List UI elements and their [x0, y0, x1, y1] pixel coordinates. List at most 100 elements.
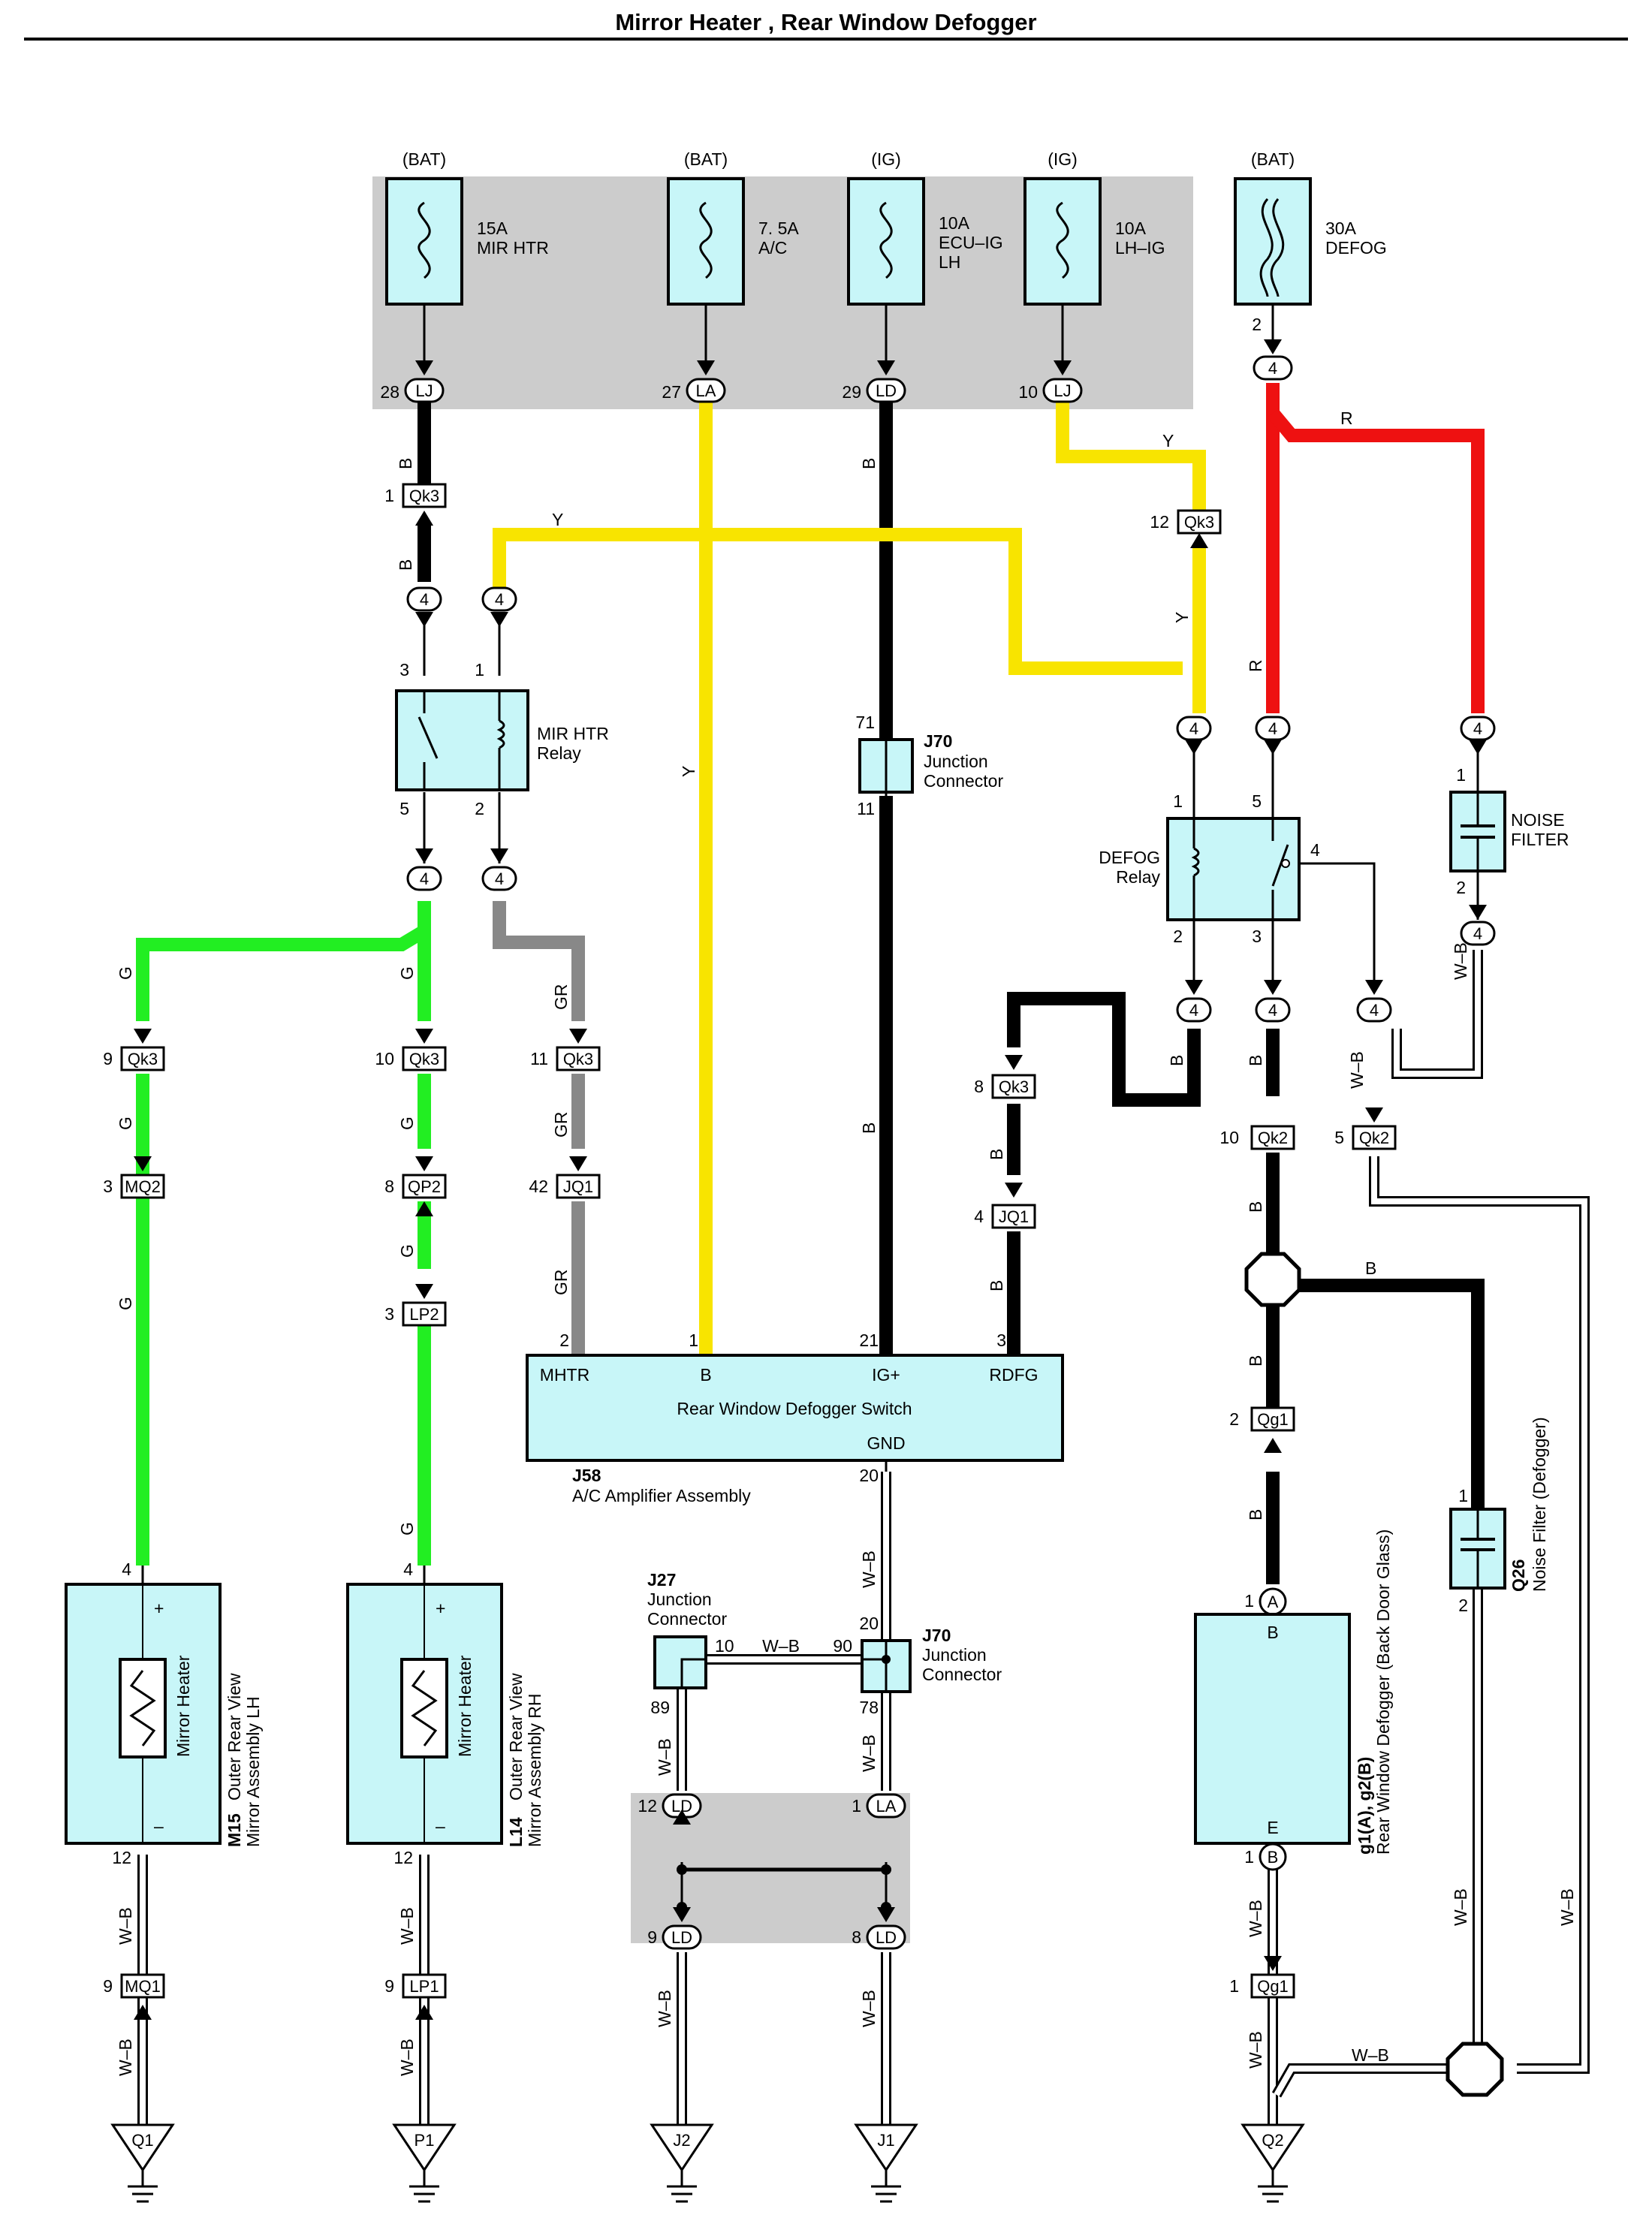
pin-number: 10 — [375, 1049, 394, 1068]
connector-label: Qk2 — [1258, 1129, 1288, 1147]
relay-body — [1166, 817, 1301, 921]
pin-number: 3 — [103, 1177, 113, 1196]
wire-gr-top — [493, 901, 585, 1021]
fuse-name-2: LH — [939, 252, 960, 272]
plus-terminal-icon: + — [154, 1599, 164, 1618]
fuse-rating: 10A — [939, 213, 970, 233]
pin-number: 8 — [974, 1077, 984, 1096]
relay-coil-icon — [496, 719, 505, 749]
pin-number: 1 — [1173, 791, 1183, 811]
wire-color-labels: B B Y Y B B Y Y R R G G G G G G G GR GR … — [116, 408, 1577, 2076]
arrow-up-icon — [415, 511, 433, 526]
connector-qg1-1 — [1250, 1973, 1295, 1999]
wire-color-label: Y — [1162, 431, 1174, 451]
pin-number: 9 — [647, 1927, 657, 1947]
wire-color-label: W–B — [1246, 1900, 1265, 1937]
defog-relay: 1 5 DEFOG Relay 4 2 3 — [1099, 791, 1320, 946]
pin-number: 1 — [1244, 1591, 1254, 1611]
mini-connector-label: 4 — [420, 869, 429, 888]
mini-connector-defog2: 4 — [1176, 997, 1212, 1023]
connector-label: Qk3 — [128, 1050, 158, 1068]
splice-octagon-upper — [1244, 1252, 1301, 1307]
arrow-up-icon — [1190, 533, 1208, 548]
fuse-rating: 7. 5A — [758, 218, 799, 238]
fuse-name: MIR HTR — [477, 238, 549, 258]
wire-r-noise-filter — [1268, 408, 1485, 713]
connector-qp2 — [402, 1174, 447, 1199]
mini-connector-label: 4 — [1473, 924, 1482, 943]
j70-lower-junction: 20 J70 Junction Connector 90 78 W–B — [762, 1614, 1002, 1717]
wire-color-label: G — [397, 966, 417, 980]
connector-label: A — [1268, 1593, 1279, 1611]
connector-label: Qg1 — [1257, 1977, 1289, 1996]
wire-color-label: Y — [552, 510, 563, 529]
mirror-id: L14 — [506, 1817, 526, 1847]
arrow-down-icon — [569, 1156, 587, 1171]
j27-junction: J27 Junction Connector 10 89 — [647, 1570, 734, 1717]
wire-color-label: Y — [679, 766, 698, 777]
fuse-15a-mir-htr: (BAT) 15A MIR HTR — [385, 149, 549, 306]
pin-number: 11 — [530, 1049, 548, 1068]
connector-label: LD — [876, 1928, 897, 1947]
connector-ld-9 — [662, 1924, 702, 1950]
wire-color-label: R — [1340, 408, 1353, 428]
defogger-name: Rear Window Defogger (Back Door Glass) — [1373, 1529, 1393, 1855]
pin-number: 12 — [638, 1796, 657, 1816]
mini-connector-label: 4 — [1268, 719, 1277, 738]
arrow-down-icon — [673, 1907, 691, 1922]
arrow-down-icon — [1185, 980, 1203, 995]
pin-number: 4 — [403, 1559, 413, 1579]
noise-filter-defogger: 1 2 Q26 Noise Filter (Defogger) — [1449, 1417, 1549, 1615]
wire-color-label: W–B — [397, 2039, 417, 2076]
mini-connector-relay2: 4 — [481, 866, 517, 891]
junction-node — [882, 1655, 891, 1664]
relay-switch-icon — [1271, 844, 1289, 887]
mini-connector-relay5: 4 — [406, 866, 442, 891]
connector-qk2-10 — [1250, 1125, 1295, 1150]
terminal-e-label: E — [1267, 1818, 1278, 1837]
diagram-title: Mirror Heater , Rear Window Defogger — [615, 9, 1036, 35]
mirror-label-2: Mirror Assembly LH — [243, 1696, 263, 1847]
arrow-down-icon — [1365, 980, 1383, 995]
mini-connector-label: 4 — [495, 590, 504, 609]
arrow-down-icon — [415, 1284, 433, 1299]
pin-number: 9 — [103, 1976, 113, 1996]
connector-label: LA — [696, 381, 716, 400]
pin-number: 10 — [715, 1636, 734, 1656]
terminal-gnd: GND — [867, 1433, 905, 1453]
pin-number: 20 — [859, 1466, 879, 1485]
arrow-up-icon — [415, 1201, 433, 1216]
pin-number: 3 — [1252, 927, 1262, 946]
junction-id: J70 — [924, 731, 952, 751]
pin-number: 1 — [852, 1796, 861, 1816]
fuse-10a-lh-ig: (IG) 10A LH–IG — [1023, 149, 1165, 306]
mirror-label: Outer Rear View — [225, 1673, 244, 1801]
pin-number: 1 — [689, 1330, 698, 1350]
junction-body — [653, 1635, 707, 1689]
pin-number: 28 — [380, 382, 399, 402]
fuse-name: ECU–IG — [939, 233, 1003, 252]
fuse-30a-defog: (BAT) 30A DEFOG — [1234, 149, 1387, 306]
ground-q1: Q1 — [110, 2123, 175, 2203]
fuse-source: (IG) — [1048, 149, 1078, 169]
mini-connector-label: 4 — [1370, 1001, 1379, 1020]
connector-ld-29 — [866, 378, 906, 403]
noise-filter-label-2: FILTER — [1511, 830, 1569, 849]
wire-color-label: GR — [551, 1112, 571, 1138]
mirror-heater-label: Mirror Heater — [173, 1655, 193, 1757]
connector-label: QP2 — [408, 1177, 441, 1196]
fuse-source: (IG) — [871, 149, 901, 169]
mirror-label-2: Mirror Assembly RH — [525, 1694, 544, 1847]
switch-id: J58 — [572, 1466, 601, 1485]
pin-number: 11 — [857, 799, 875, 818]
plus-terminal-icon: + — [436, 1599, 445, 1618]
wire-color-label: G — [397, 1522, 417, 1535]
mini-connector-label: 4 — [1189, 719, 1198, 738]
pin-number: 2 — [1229, 1409, 1239, 1429]
mini-connector-nf-bottom: 4 — [1460, 921, 1496, 946]
mirror-label: Outer Rear View — [506, 1673, 526, 1801]
arrow-up-icon — [1264, 1438, 1282, 1453]
mini-connector-mirhtr-b: 4 — [406, 586, 442, 612]
mini-connector-nf-r: 4 — [1460, 716, 1496, 741]
ground-j1: J1 — [854, 2123, 918, 2203]
